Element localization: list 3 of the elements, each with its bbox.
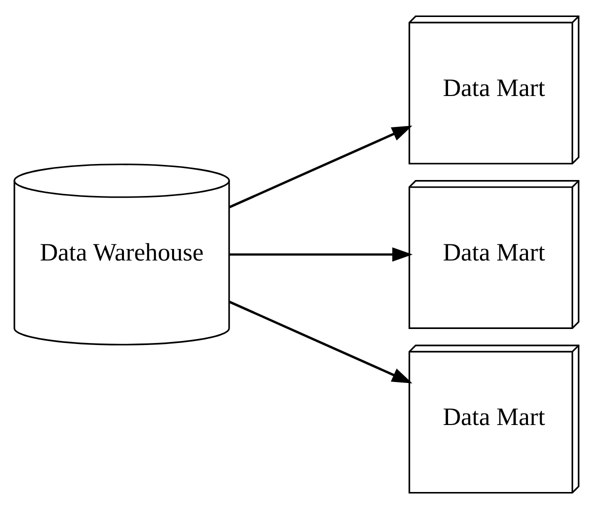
arrow	[229, 126, 412, 208]
arrow	[229, 300, 412, 384]
arrow	[230, 247, 413, 262]
